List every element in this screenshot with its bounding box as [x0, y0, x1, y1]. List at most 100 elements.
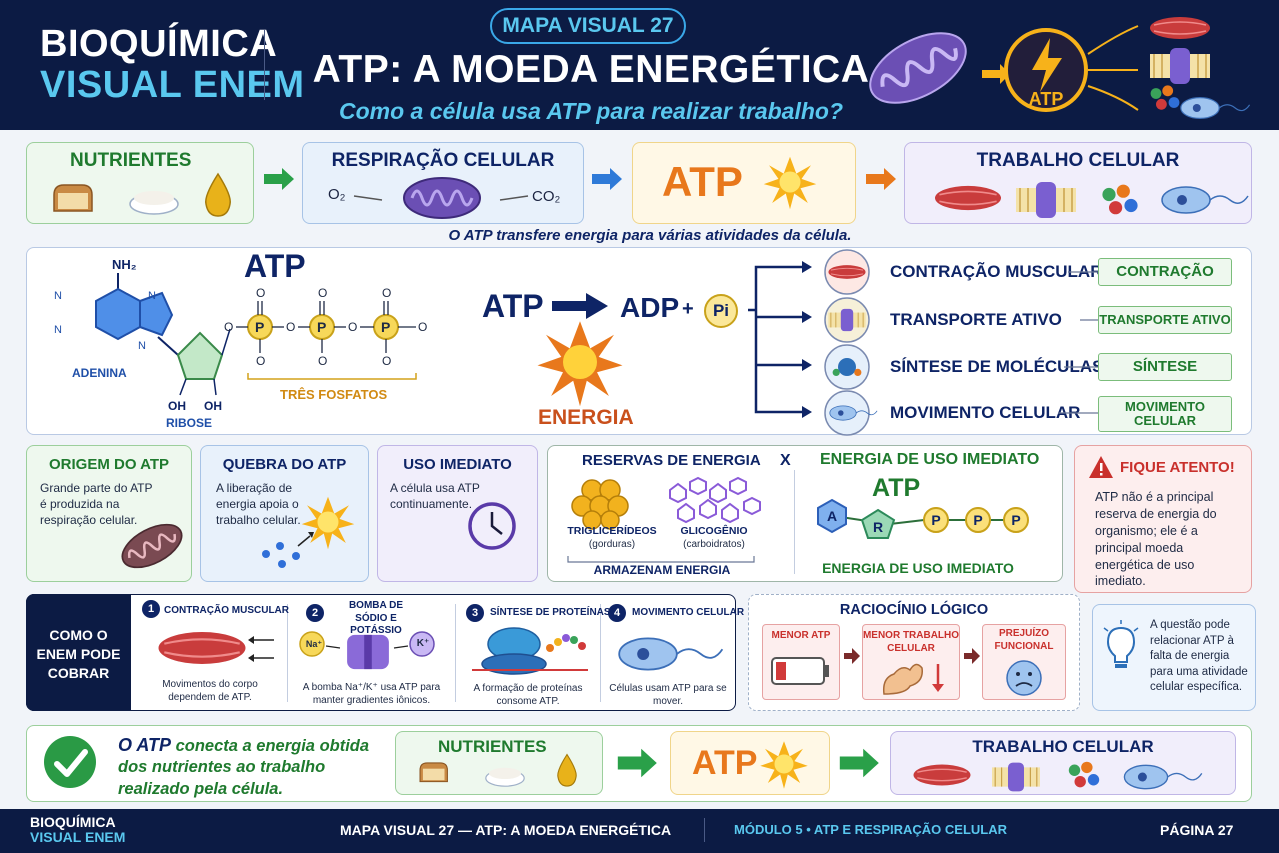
- adenine-label: ADENINA: [72, 366, 127, 380]
- flow-caption: O ATP transfere energia para várias ativ…: [448, 227, 852, 244]
- origin-mitochondrion-icon: [121, 523, 183, 569]
- glycogen-label: GLICOGÊNIO: [680, 525, 748, 537]
- svg-text:N: N: [54, 324, 62, 336]
- map-badge: MAPA VISUAL 27: [490, 8, 686, 44]
- atp-structure-panel: [26, 247, 1252, 435]
- enem-text-4: Células usam ATP para se mover.: [609, 683, 727, 707]
- double-bond-oxygen-1: O: [256, 286, 265, 300]
- summary-sun-icon: [760, 741, 808, 789]
- lightning-icon: [1032, 38, 1062, 92]
- cell-icon: [1180, 96, 1251, 120]
- enem-ribosome-icon: [472, 627, 588, 675]
- weak-arm-icon: [882, 663, 944, 695]
- use-label-1: CONTRAÇÃO MUSCULAR: [890, 262, 1103, 281]
- summary-atp-card: [670, 731, 830, 795]
- use-muscle-icon: [827, 264, 867, 280]
- enem-num-1: 1: [142, 600, 160, 618]
- flow-nutrients-title: NUTRIENTES: [70, 150, 192, 171]
- use-tag-3: SÍNTESE: [1098, 353, 1232, 381]
- bridge-oxygen-2: O: [286, 320, 295, 334]
- use-label-3: SÍNTESE DE MOLÉCULAS: [890, 357, 1104, 376]
- enem-text-3: A formação de proteínas consome ATP.: [473, 683, 583, 707]
- page-title: ATP: A MOEDA ENERGÉTICA: [312, 48, 870, 91]
- comparison-divider: [794, 470, 795, 574]
- summary-rest: conecta a energia obtida dos nutrientes …: [118, 737, 370, 798]
- break-burst-icon: [262, 496, 355, 568]
- reserves-illustration: [567, 476, 761, 563]
- reserves-title: RESERVAS DE ENERGIA: [582, 452, 761, 469]
- bread-icon: [53, 184, 93, 212]
- use-text: A célula usa ATP continuamente.: [390, 481, 480, 512]
- enem-text-2: A bomba Na⁺/K⁺ usa ATP para manter gradi…: [302, 682, 441, 706]
- enem-label-bg: [26, 594, 131, 711]
- brand-line-1: BIOQUÍMICA: [40, 23, 278, 65]
- footer-center: MAPA VISUAL 27 — ATP: A MOEDA ENERGÉTICA: [340, 822, 672, 838]
- glycogen-sub: (carboidratos): [683, 539, 745, 550]
- enem-num-2: 2: [306, 604, 324, 622]
- oh-label-2: OH: [204, 399, 222, 413]
- immediate-atp: ATP: [872, 474, 921, 502]
- summary-rice-icon: [485, 767, 525, 787]
- bridge-oxygen-1: O: [224, 320, 233, 334]
- use-synthesis-icon: [832, 358, 862, 376]
- summary-drop-icon: [557, 753, 577, 787]
- reaction-adp: ADP: [620, 292, 680, 323]
- footer-brand-line-2: VISUAL ENEM: [30, 828, 126, 845]
- potassium-ion-label: K⁺: [416, 638, 430, 649]
- single-oxygen-3: O: [382, 354, 391, 368]
- enem-title-3: SÍNTESE DE PROTEÍNAS: [490, 607, 611, 618]
- header-divider: [264, 30, 265, 100]
- reasoning-step-2: MENOR TRABALHO CELULAR: [862, 630, 960, 654]
- schematic-phosphate-3-icon: [1003, 507, 1029, 533]
- molecules-icon: [1150, 85, 1180, 110]
- muscle-icon: [1149, 16, 1211, 40]
- tip-text: A questão pode relacionar ATP à falta de…: [1150, 619, 1248, 694]
- branch-connector: [748, 261, 812, 418]
- sodium-ion-label: Na⁺: [305, 639, 323, 649]
- schematic-p3: P: [1011, 512, 1020, 528]
- oil-drop-icon: [205, 173, 231, 217]
- reaction-arrow: [552, 293, 608, 319]
- comparison-x: X: [780, 452, 791, 469]
- summary-bread-icon: [419, 762, 448, 783]
- triglycerides-icon: [571, 479, 629, 530]
- schematic-a: A: [827, 508, 837, 524]
- footer-bar: [0, 809, 1279, 853]
- phosphate-2-label: P: [317, 319, 326, 335]
- enem-label: COMO O ENEM PODE COBRAR: [36, 627, 121, 681]
- summary-membrane-icon: [991, 761, 1041, 793]
- brand-line-2: VISUAL ENEM: [40, 64, 305, 107]
- enem-title-1: CONTRAÇÃO MUSCULAR: [164, 605, 289, 616]
- oh-label-1: OH: [168, 399, 186, 413]
- header-atp-label: ATP: [1029, 89, 1064, 109]
- flow-work-title: TRABALHO CELULAR: [976, 150, 1180, 171]
- footer-divider: [704, 818, 705, 842]
- break-title: QUEBRA DO ATP: [222, 456, 347, 473]
- phosphates-label: TRÊS FOSFATOS: [280, 387, 387, 402]
- flow-o2-label: O₂: [328, 186, 346, 203]
- ribose-ring-icon: [176, 331, 224, 380]
- lightbulb-icon: [1103, 620, 1139, 668]
- summary-work: TRABALHO CELULAR: [972, 737, 1154, 756]
- footer-brand-line-1: BIOQUÍMICA: [30, 814, 116, 830]
- ribose-label: RIBOSE: [166, 416, 212, 430]
- reasoning-title: RACIOCÍNIO LÓGICO: [839, 602, 989, 618]
- sad-face-icon: [1006, 660, 1042, 696]
- reaction-energy-burst-icon: [537, 321, 623, 407]
- enem-cell-icon: [618, 637, 724, 671]
- flow-mitochondrion-icon: [402, 176, 482, 220]
- double-bond-oxygen-2: O: [318, 286, 327, 300]
- summary-statement: O ATP conecta a energia obtida dos nutri…: [118, 734, 373, 800]
- enem-num-3: 3: [466, 604, 484, 622]
- glycogen-icon: [669, 476, 761, 524]
- enem-pump-icon: [299, 631, 435, 670]
- enem-num-4: 4: [608, 604, 626, 622]
- reasoning-step-3: PREJUÍZO FUNCIONAL: [994, 628, 1054, 652]
- origin-text: Grande parte do ATP é produzida na respi…: [40, 481, 153, 528]
- work-muscle-icon: [934, 185, 1002, 211]
- adenine-ring-icon: [95, 287, 141, 341]
- attention-text: ATP não é a principal reserva de energia…: [1095, 490, 1217, 589]
- use-tag-2: TRANSPORTE ATIVO: [1098, 306, 1232, 334]
